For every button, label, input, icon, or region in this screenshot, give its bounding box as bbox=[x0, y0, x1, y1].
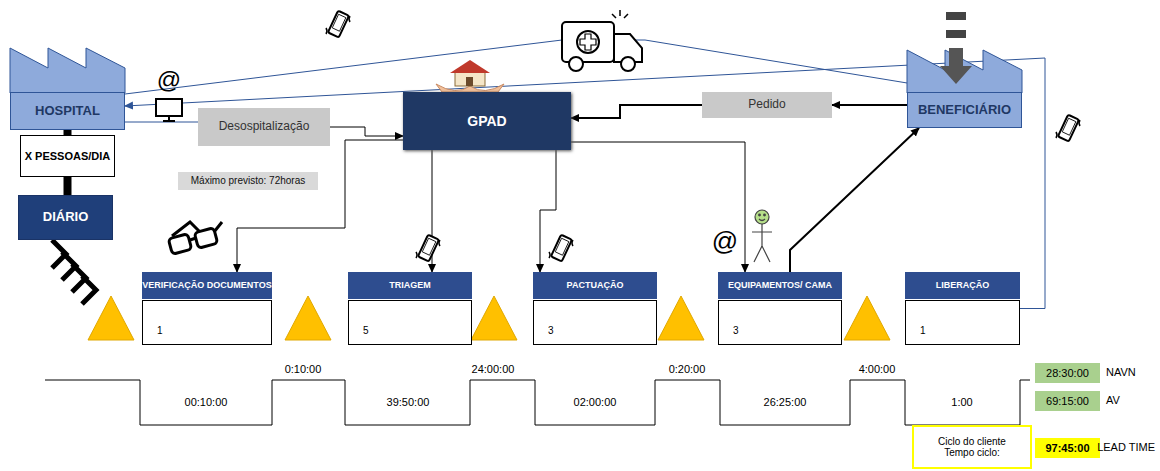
operator-count: 5 bbox=[363, 325, 369, 337]
phone-icon bbox=[416, 235, 440, 262]
house-hands-icon bbox=[436, 60, 504, 92]
phone-icon bbox=[549, 235, 573, 262]
flow-connector bbox=[571, 105, 702, 118]
total-box: 97:45:00 bbox=[1035, 438, 1100, 458]
email-symbol: @ bbox=[157, 66, 181, 94]
process-body: 3 bbox=[718, 300, 842, 345]
factory-box: HOSPITAL bbox=[10, 92, 125, 130]
metric-name: NAVN bbox=[1106, 366, 1136, 378]
process-box: 1 VERIFICAÇÃO DOCUMENTOS bbox=[142, 272, 272, 345]
node-label: X PESSOAS/DIA bbox=[25, 150, 111, 163]
phone-icon bbox=[326, 11, 350, 38]
email-symbol: @ bbox=[712, 226, 738, 257]
node-label: Máximo previsto: 72horas bbox=[191, 175, 306, 187]
wait-time: 24:00:00 bbox=[472, 363, 515, 375]
node-label: Pedido bbox=[748, 98, 785, 112]
monitor-icon bbox=[156, 99, 182, 121]
flow-connector bbox=[571, 142, 745, 272]
node-label: DIÁRIO bbox=[43, 210, 89, 225]
factory-box: BENEFICIÁRIO bbox=[907, 92, 1022, 128]
process-body: 1 bbox=[142, 300, 272, 345]
wait-time: 4:00:00 bbox=[859, 363, 896, 375]
person-icon bbox=[752, 210, 772, 262]
node-label: Ciclo do cliente Tempo ciclo: bbox=[927, 436, 1017, 459]
flow-connector bbox=[125, 122, 198, 123]
flow-connector bbox=[330, 127, 403, 136]
operator-count: 3 bbox=[548, 325, 554, 337]
process-title: LIBERAÇÃO bbox=[905, 272, 1020, 300]
cycle-box: Ciclo do cliente Tempo ciclo: bbox=[912, 425, 1032, 469]
ambulance-icon bbox=[562, 10, 642, 71]
flow-connector bbox=[237, 140, 403, 272]
flow-connector bbox=[125, 40, 962, 94]
flow-connector bbox=[64, 177, 72, 195]
process-box: 5 TRIAGEM bbox=[348, 272, 472, 345]
process-body: 3 bbox=[533, 300, 657, 345]
operator-count: 1 bbox=[157, 325, 163, 337]
metric-name: AV bbox=[1106, 394, 1120, 406]
total-box: 28:30:00 bbox=[1035, 363, 1100, 383]
node-label: 69:15:00 bbox=[1046, 395, 1089, 408]
total-box: 69:15:00 bbox=[1035, 391, 1100, 411]
process-body: 1 bbox=[905, 300, 1020, 345]
wait-time: 0:10:00 bbox=[285, 363, 322, 375]
process-time: 02:00:00 bbox=[574, 396, 617, 408]
flow-connector bbox=[832, 104, 907, 106]
process-box: 3 PACTUAÇÃO bbox=[533, 272, 657, 345]
info-bar bbox=[946, 30, 966, 38]
process-time: 26:25:00 bbox=[764, 396, 807, 408]
metric-name: LEAD TIME bbox=[1097, 441, 1155, 453]
node-label: GPAD bbox=[467, 113, 506, 129]
glasses-icon bbox=[168, 222, 222, 254]
process-title: PACTUAÇÃO bbox=[533, 272, 657, 300]
schedule-box: DIÁRIO bbox=[18, 195, 113, 240]
operator-count: 3 bbox=[733, 325, 739, 337]
wait-time: 0:20:00 bbox=[669, 363, 706, 375]
flow-connector bbox=[790, 128, 919, 272]
node-label: Desospitalização bbox=[219, 120, 310, 134]
process-title: EQUIPAMENTOS/ CAMA bbox=[718, 272, 842, 300]
node-label: BENEFICIÁRIO bbox=[918, 103, 1011, 118]
data-box: Desospitalização bbox=[198, 108, 330, 146]
process-time: 00:10:00 bbox=[185, 396, 228, 408]
process-box: 3 EQUIPAMENTOS/ CAMA bbox=[718, 272, 842, 345]
timeline bbox=[45, 380, 1030, 425]
node-label: HOSPITAL bbox=[35, 104, 100, 119]
info-box: X PESSOAS/DIA bbox=[20, 135, 115, 177]
process-time: 1:00 bbox=[951, 396, 972, 408]
info-bar bbox=[946, 12, 966, 20]
process-body: 5 bbox=[348, 300, 472, 345]
push-arrow bbox=[940, 48, 972, 84]
process-title: TRIAGEM bbox=[348, 272, 472, 300]
process-title: VERIFICAÇÃO DOCUMENTOS bbox=[142, 272, 272, 300]
process-time: 39:50:00 bbox=[387, 396, 430, 408]
node-label: 97:45:00 bbox=[1045, 442, 1089, 455]
control-box: GPAD bbox=[403, 92, 571, 150]
data-box: Pedido bbox=[702, 92, 832, 118]
operator-count: 1 bbox=[920, 325, 926, 337]
factory-roof bbox=[10, 48, 125, 93]
process-box: 1 LIBERAÇÃO bbox=[905, 272, 1020, 345]
phone-icon bbox=[1056, 115, 1080, 142]
flow-connector bbox=[125, 58, 1045, 309]
note-box: Máximo previsto: 72horas bbox=[178, 172, 318, 190]
push-chevrons bbox=[52, 240, 96, 304]
node-label: 28:30:00 bbox=[1046, 367, 1089, 380]
